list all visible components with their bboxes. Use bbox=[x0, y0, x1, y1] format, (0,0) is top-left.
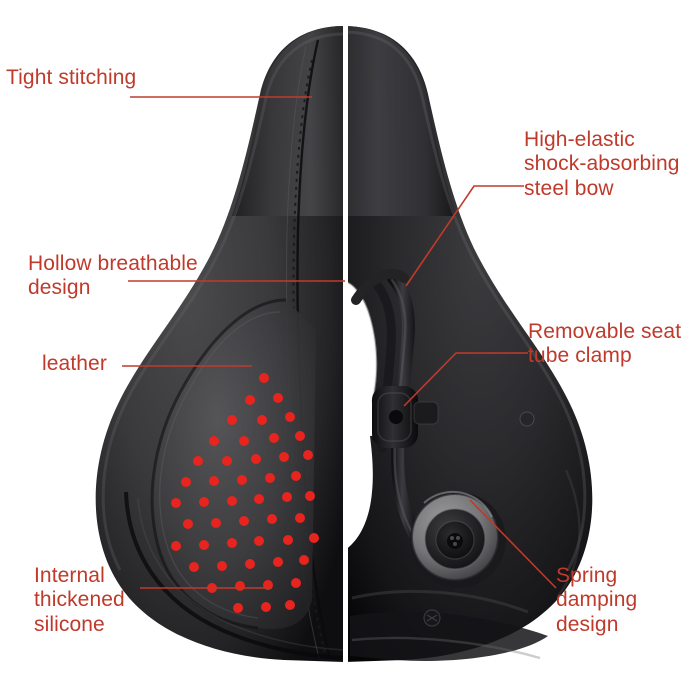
label-high-elastic-shock-absorbing-steel-bow: High-elastic shock-absorbing steel bow bbox=[524, 128, 680, 200]
silicone-dot-pattern bbox=[171, 373, 319, 613]
shell-panel-lower bbox=[350, 611, 548, 661]
saddle-left-lower-contour-2 bbox=[137, 497, 344, 651]
saddle-left-nose bbox=[232, 26, 344, 216]
silicone-pad-edge bbox=[150, 298, 287, 630]
label-spring-damping-design: Spring damping design bbox=[556, 564, 638, 636]
shell-rivet bbox=[520, 412, 534, 426]
label-removable-seat-tube-clamp: Removable seat tube clamp bbox=[528, 320, 682, 368]
saddle-left-lower-contour bbox=[124, 491, 344, 660]
spring-damping-assembly bbox=[410, 490, 506, 588]
silicone-pad-inner-edge bbox=[159, 311, 281, 619]
label-leather: leather bbox=[42, 352, 107, 375]
saddle-right-nose bbox=[348, 26, 456, 216]
center-split-line bbox=[343, 0, 348, 700]
hollow-cutout-notch bbox=[352, 397, 378, 414]
steel-bow-upper-arc bbox=[351, 268, 409, 305]
silicone-pad bbox=[152, 300, 316, 629]
label-hollow-breathable-design: Hollow breathable design bbox=[28, 252, 198, 300]
label-internal-thickened-silicone: Internal thickened silicone bbox=[34, 564, 125, 636]
label-tight-stitching: Tight stitching bbox=[6, 66, 137, 89]
saddle-left-half-leather-top bbox=[95, 26, 344, 662]
shell-rib-upper bbox=[351, 589, 529, 614]
shell-panel-edge bbox=[351, 636, 541, 660]
shell-side-contour bbox=[557, 469, 581, 597]
saddle-left-rim-highlight bbox=[101, 32, 344, 571]
hollow-cutout-shadow bbox=[348, 281, 378, 403]
hollow-cutout bbox=[348, 283, 392, 548]
